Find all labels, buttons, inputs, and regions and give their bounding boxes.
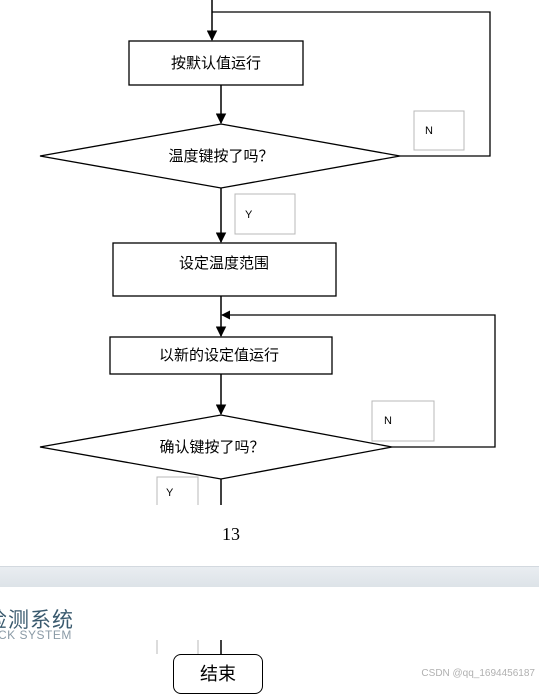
process-default-run-label: 按默认值运行	[171, 54, 261, 72]
loop-line-no-1	[212, 11, 491, 157]
end-terminal: 结束	[173, 654, 263, 694]
process-run-new-label: 以新的设定值运行	[159, 346, 279, 364]
loop-line-no-2	[221, 310, 496, 448]
process-set-range	[112, 242, 337, 297]
flowchart: 按默认值运行 温度键按了吗？ N Y 设定温度范围 以新的设定值运行 确认键按了…	[39, 0, 496, 505]
no-label-1: N	[425, 125, 433, 137]
decision-confirm-key-label: 确认键按了吗？	[159, 438, 264, 456]
lower-panel	[0, 587, 539, 685]
yes-label-box-2	[156, 476, 199, 505]
no-label-box-2	[371, 400, 435, 442]
process-set-range-label: 设定温度范围	[179, 254, 269, 272]
decision-temp-key	[39, 123, 401, 189]
page-number: 13	[222, 524, 240, 544]
yes-label-1: Y	[245, 209, 253, 221]
no-label-box-1	[413, 110, 465, 151]
decision-confirm-key	[39, 414, 393, 480]
watermark: CSDN @qq_1694456187	[421, 668, 535, 679]
system-subtitle: CK SYSTEM	[0, 628, 72, 642]
end-terminal-label: 结束	[200, 664, 236, 685]
process-default-run	[128, 40, 304, 86]
no-label-2: N	[384, 415, 392, 427]
process-run-new	[109, 336, 333, 375]
yes-label-2: Y	[166, 487, 174, 499]
decision-temp-key-label: 温度键按了吗？	[168, 147, 273, 165]
separator-bar	[0, 566, 539, 588]
yes-label-box-1	[234, 193, 296, 235]
system-title: 检测系统	[0, 608, 74, 632]
